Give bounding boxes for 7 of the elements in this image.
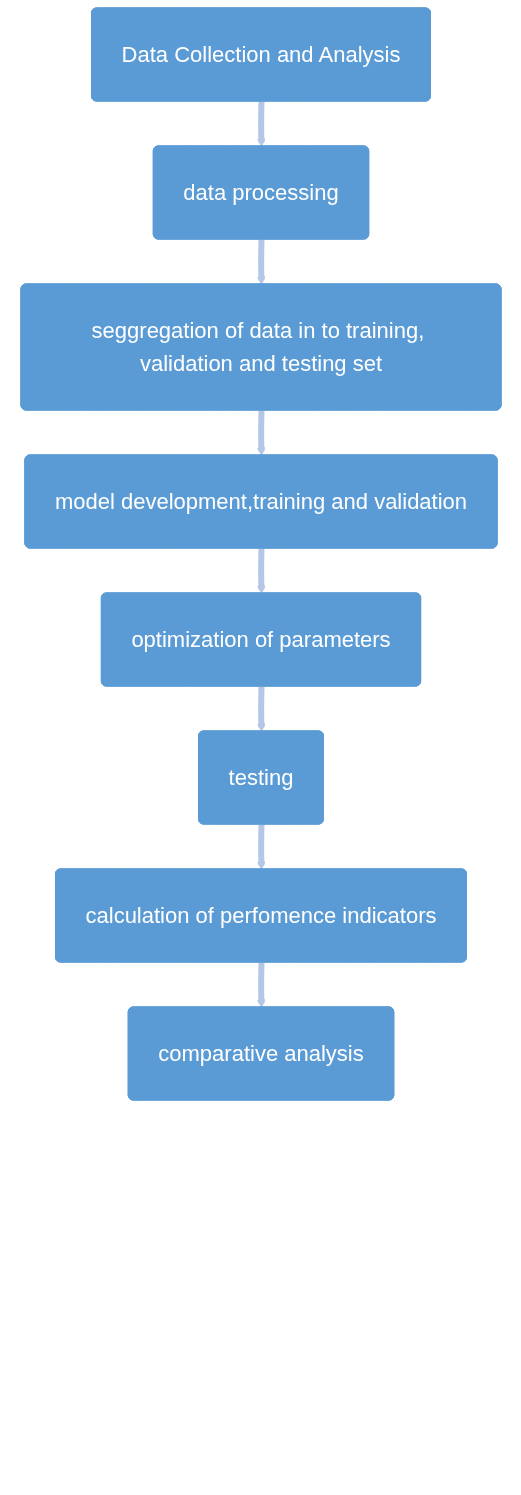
arrow [256,410,266,456]
arrow [256,239,266,285]
arrow [256,962,266,1008]
arrow [256,101,266,147]
arrow [256,548,266,594]
arrow [256,686,266,732]
arrow [256,824,266,870]
